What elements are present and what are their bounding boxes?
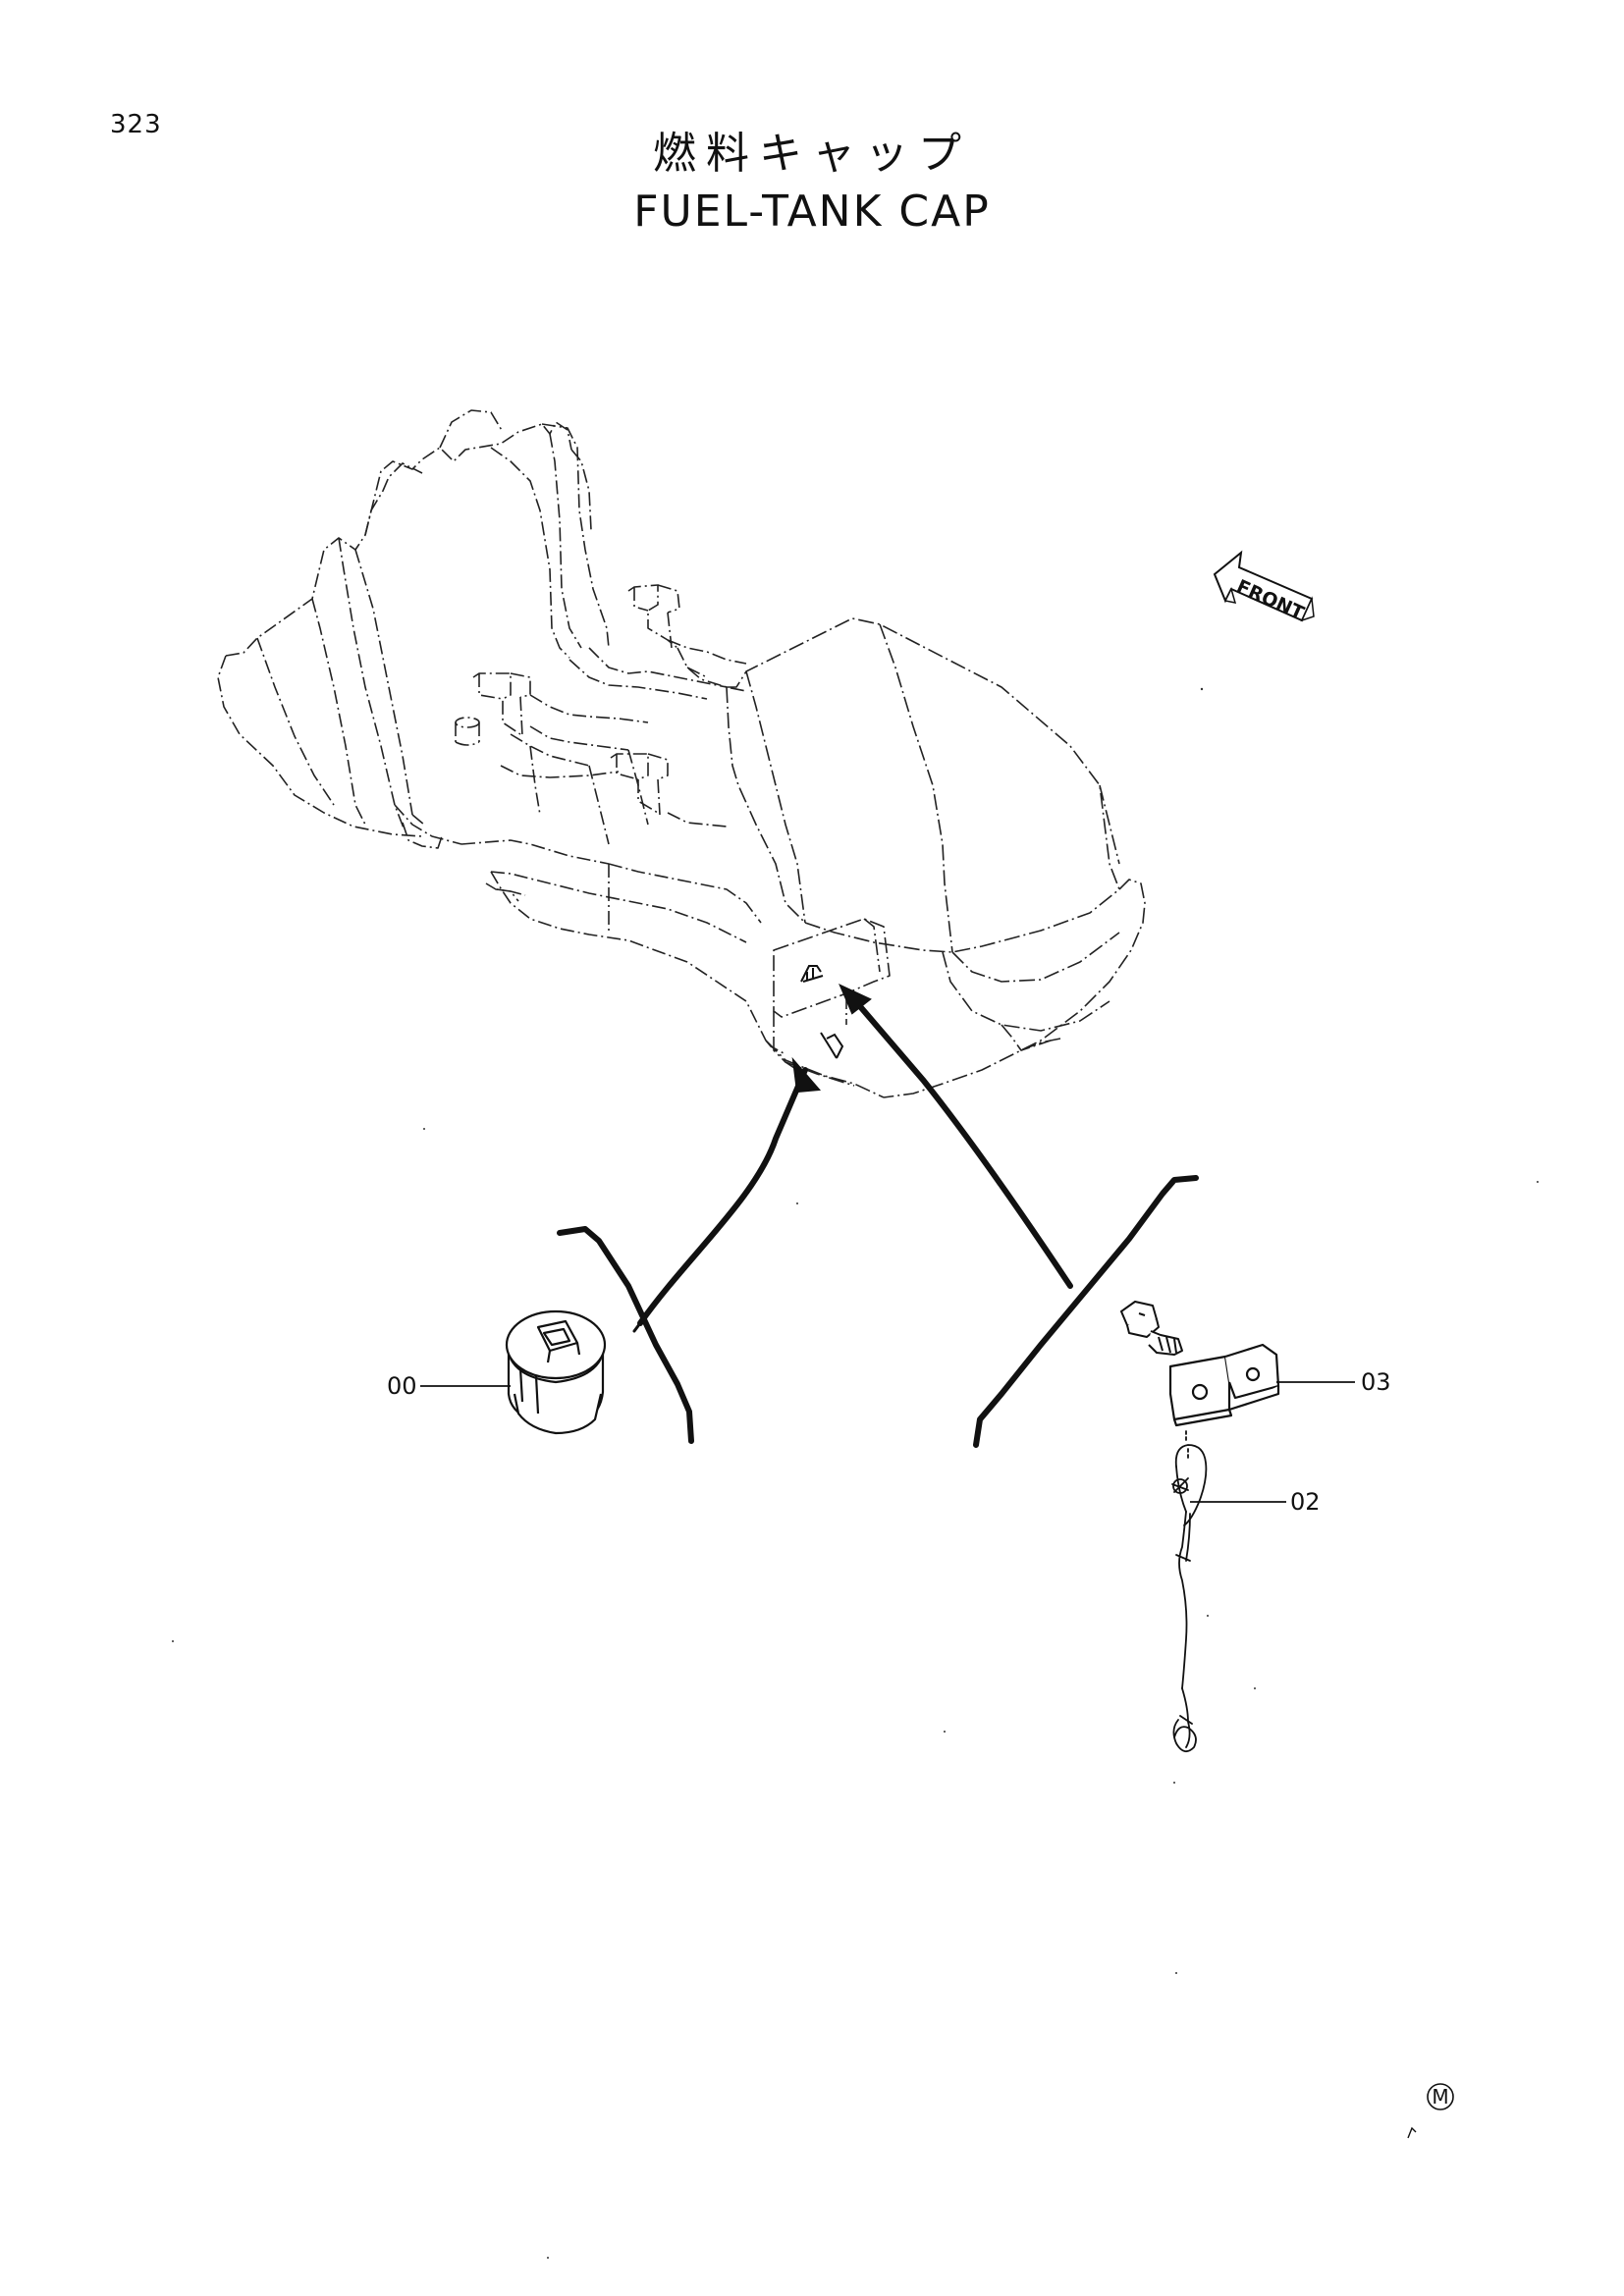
fuel-tank-phantom (726, 617, 1146, 1098)
front-direction-arrow: FRONT (1213, 550, 1315, 624)
leader-lines (420, 1381, 1355, 1503)
corner-mark: M (1407, 2083, 1454, 2139)
page-number: 323 (110, 110, 162, 139)
arrow-cap-to-tank (637, 1067, 808, 1326)
fuel-tank-cap-part (505, 1309, 607, 1435)
callout-03: 03 (1361, 1368, 1391, 1396)
bracket-right (973, 1175, 1199, 1448)
page-title-english: FUEL-TANK CAP (633, 187, 991, 237)
corner-mark-letter: M (1432, 2085, 1448, 2109)
machine-frame-phantom (217, 409, 767, 1041)
title-block: 燃料キャップ FUEL-TANK CAP (0, 126, 1624, 241)
filler-cap-location (800, 965, 844, 1059)
bolt-part (1120, 1301, 1183, 1356)
page-title-japanese: 燃料キャップ (653, 129, 971, 179)
arrow-strap-to-tank (849, 994, 1073, 1289)
callout-00: 00 (387, 1372, 417, 1400)
assembly-arrows (632, 983, 1073, 1333)
strap-part (1171, 1430, 1208, 1753)
stay-bracket-part (1168, 1343, 1280, 1427)
callout-02: 02 (1290, 1488, 1321, 1516)
scan-specks (172, 687, 1539, 2259)
bracket-left (557, 1226, 694, 1444)
